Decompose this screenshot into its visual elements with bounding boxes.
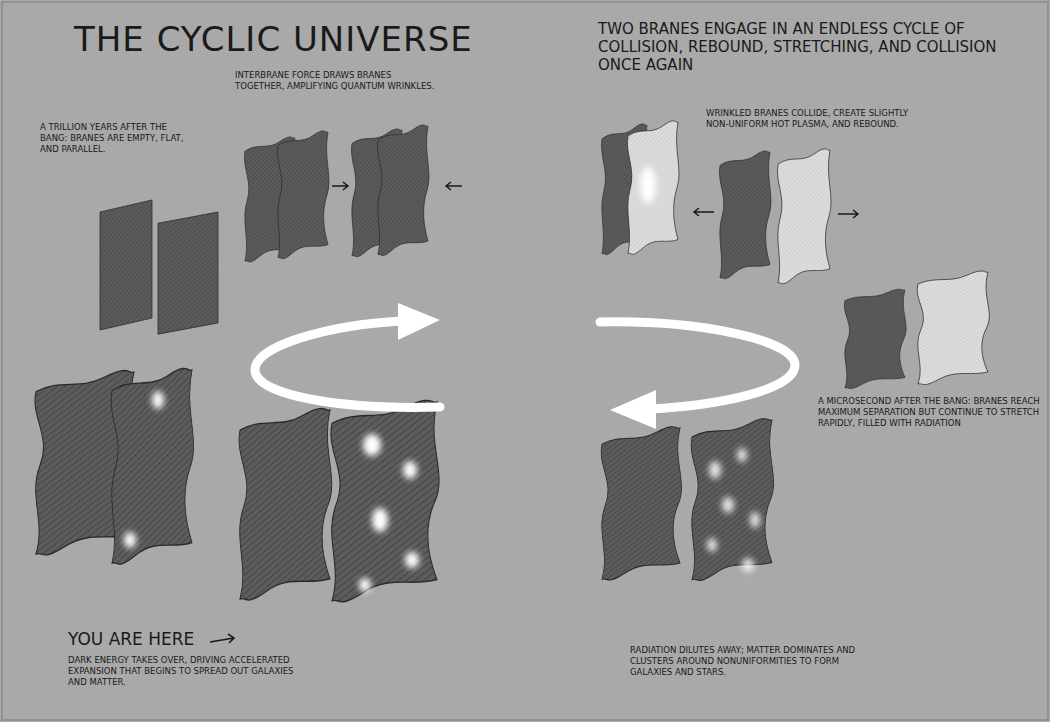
galaxies bbox=[359, 434, 419, 592]
spreading-branes bbox=[35, 368, 194, 564]
force-arrows bbox=[332, 182, 462, 190]
cycle-arrow bbox=[255, 321, 795, 409]
brane bbox=[601, 427, 681, 580]
galaxy bbox=[707, 538, 717, 552]
galaxy bbox=[722, 497, 734, 513]
hot-plasma bbox=[640, 167, 656, 203]
galaxy bbox=[403, 461, 417, 479]
brane bbox=[719, 151, 771, 279]
cycle-heading: TWO BRANES ENGAGE IN AN ENDLESS CYCLE OF… bbox=[598, 20, 1043, 74]
rebound-arrows bbox=[694, 208, 858, 218]
flat-branes bbox=[100, 200, 218, 334]
galaxy bbox=[363, 434, 381, 456]
brane bbox=[627, 121, 679, 254]
pointer-arrow bbox=[210, 634, 234, 643]
galaxy bbox=[359, 578, 371, 592]
galaxy bbox=[737, 448, 747, 462]
you-are-here: YOU ARE HERE bbox=[68, 630, 194, 649]
galaxy bbox=[709, 461, 721, 479]
arrowhead bbox=[610, 390, 656, 429]
galaxy bbox=[152, 391, 164, 409]
colliding-branes bbox=[602, 121, 679, 255]
stage-note: RADIATION DILUTES AWAY; MATTER DOMINATES… bbox=[630, 645, 880, 678]
present-branes bbox=[239, 400, 439, 602]
brane bbox=[100, 200, 152, 330]
stage-note: A TRILLION YEARS AFTER THE BANG: BRANES … bbox=[40, 122, 190, 155]
brane bbox=[917, 271, 989, 385]
galaxy bbox=[405, 552, 419, 568]
arrow bbox=[332, 182, 348, 190]
arrow bbox=[446, 182, 462, 190]
brane bbox=[239, 408, 332, 600]
galaxies bbox=[124, 391, 164, 548]
stage-note: WRINKLED BRANES COLLIDE, CREATE SLIGHTLY… bbox=[706, 108, 921, 130]
rebounding-branes bbox=[719, 149, 831, 284]
brane bbox=[277, 131, 329, 259]
brane bbox=[377, 125, 429, 256]
loop bbox=[255, 321, 440, 407]
galaxy bbox=[124, 532, 136, 548]
arrowhead bbox=[398, 303, 440, 340]
galaxy bbox=[750, 512, 760, 528]
brane bbox=[777, 149, 831, 284]
brane bbox=[844, 289, 906, 388]
galaxy bbox=[372, 508, 388, 532]
arrow bbox=[694, 208, 714, 216]
stage-note: DARK ENERGY TAKES OVER, DRIVING ACCELERA… bbox=[68, 655, 303, 688]
brane bbox=[158, 212, 218, 334]
brane bbox=[111, 368, 193, 564]
stage-note: A MICROSECOND AFTER THE BANG: BRANES REA… bbox=[818, 396, 1040, 429]
arrow bbox=[838, 210, 858, 218]
brane bbox=[331, 400, 439, 602]
diagram-title: THE CYCLIC UNIVERSE bbox=[74, 20, 473, 59]
approaching-branes bbox=[244, 125, 429, 262]
brane bbox=[691, 419, 773, 581]
separated-branes bbox=[844, 271, 989, 388]
loop bbox=[600, 322, 795, 409]
clustering-branes bbox=[601, 419, 773, 581]
galaxy bbox=[742, 558, 754, 572]
galaxies bbox=[707, 448, 760, 572]
stage-note: INTERBRANE FORCE DRAWS BRANES TOGETHER, … bbox=[235, 70, 435, 92]
